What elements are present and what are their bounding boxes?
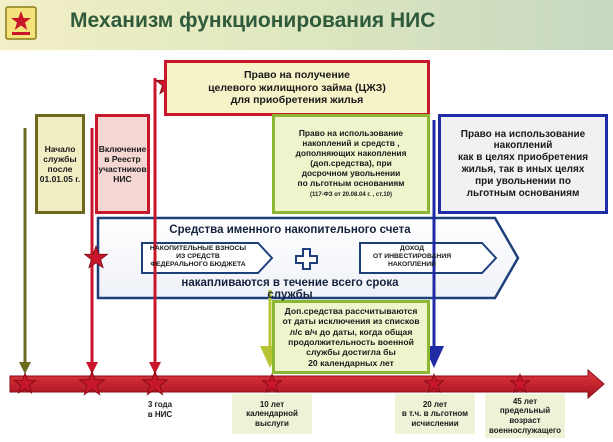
timeline-label-10y: 10 лет календарной выслуги — [232, 394, 312, 434]
emblem-logo — [4, 5, 38, 41]
registry-arrow — [86, 128, 98, 374]
additional-funds-text: Право на использование накоплений и сред… — [295, 128, 407, 188]
contributions-arrow — [141, 242, 274, 274]
timeline-star-20y — [423, 372, 445, 394]
calculation-text: Доп.средства рассчитываются от даты искл… — [282, 306, 420, 368]
contributions-label: НАКОПИТЕЛЬНЫЕ ВЗНОСЫ ИЗ СРЕДСТВ ФЕДЕРАЛЬ… — [149, 245, 247, 269]
any-purpose-box: Право на использование накоплений как в … — [438, 114, 608, 214]
timeline-star-registry — [78, 369, 106, 396]
law-reference-note: (117-ФЗ от 20.08.04 г. , ст.10) — [309, 191, 393, 198]
page-title: Механизм функционирования НИС — [70, 9, 436, 32]
savings-arrow-caption: накапливаются в течение всего срока служ… — [181, 277, 399, 301]
timeline-label-20y: 20 лет в т.ч. в льготном исчислении — [395, 394, 475, 434]
plus-icon — [295, 248, 318, 270]
timeline-label-10y-text: 10 лет календарной выслуги — [246, 399, 298, 428]
zhz-right-text: Право на получение целевого жилищного за… — [208, 69, 386, 107]
start-arrow — [19, 128, 31, 374]
savings-star — [83, 244, 109, 269]
registry-text: Включение в Реестр участников НИС — [98, 143, 147, 185]
investment-income-label: ДОХОД ОТ ИНВЕСТИРОВАНИЯ НАКОПЛЕНИЙ — [372, 245, 452, 269]
timeline-star-start — [13, 371, 37, 394]
timeline-star-3y — [141, 369, 169, 396]
zhz-arrow — [149, 78, 161, 374]
additional-funds-box: Право на использование накоплений и сред… — [272, 114, 430, 214]
registry-box: Включение в Реестр участников НИС — [95, 114, 150, 214]
header-band — [0, 0, 613, 50]
savings-arrow-title: Средства именного накопительного счета — [169, 224, 411, 236]
timeline-label-3y-text: 3 года в НИС — [147, 400, 173, 419]
zhz-right-box: Право на получение целевого жилищного за… — [164, 60, 430, 116]
timeline-label-45y-text: 45 лет предельный возраст военнослужащег… — [488, 396, 562, 435]
calculation-box: Доп.средства рассчитываются от даты искл… — [272, 300, 430, 374]
timeline-star-45y — [509, 372, 531, 394]
timeline-label-45y: 45 лет предельный возраст военнослужащег… — [485, 394, 565, 438]
any-purpose-text: Право на использование накоплений как в … — [457, 128, 589, 199]
timeline-star-10y — [261, 372, 283, 394]
service-start-text: Начало службы после 01.01.05 г. — [39, 143, 81, 185]
timeline-label-3y: 3 года в НИС — [140, 397, 180, 423]
service-start-box: Начало службы после 01.01.05 г. — [35, 114, 85, 214]
timeline-label-20y-text: 20 лет в т.ч. в льготном исчислении — [401, 399, 469, 428]
investment-income-arrow — [359, 242, 498, 274]
